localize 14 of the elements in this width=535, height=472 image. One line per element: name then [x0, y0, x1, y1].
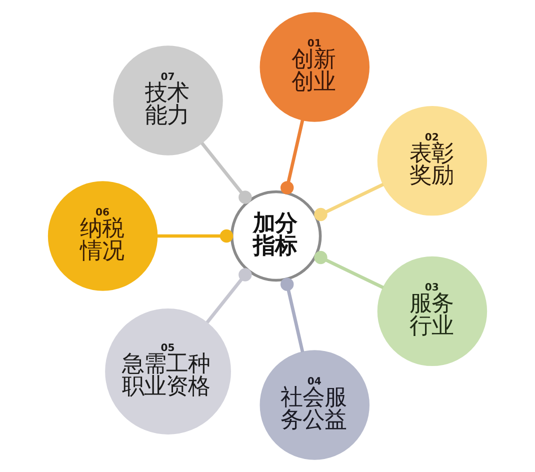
connector: [314, 182, 384, 222]
connector: [157, 229, 234, 243]
node-circle: 07 技术能力: [113, 46, 223, 156]
connector: [314, 250, 384, 290]
node-circle: 06 纳税情况: [48, 181, 158, 291]
connector: [200, 142, 252, 204]
node-circle: 05 急需工种职业资格: [105, 308, 231, 434]
node-circle: 02 表彰奖励: [377, 106, 488, 216]
node-circle: 04 社会服务公益: [260, 350, 370, 460]
connector: [280, 278, 304, 352]
node-circle: 01 创新创业: [260, 12, 370, 122]
node-circle: 03 服务行业: [377, 256, 488, 366]
connector: [280, 120, 304, 194]
connector: [206, 268, 252, 324]
